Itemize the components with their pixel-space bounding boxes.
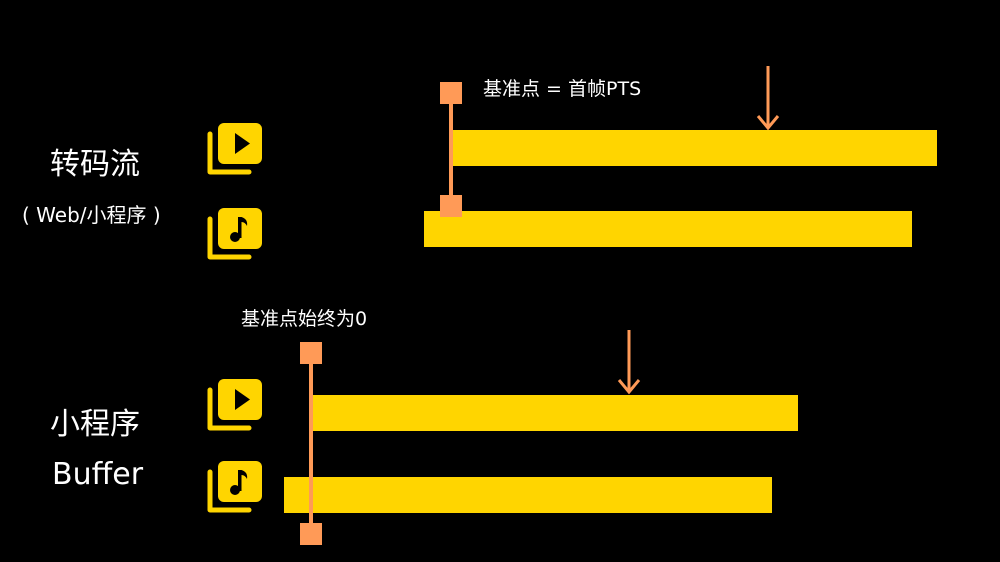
bottom-reference-line [309, 352, 313, 536]
top-reference-square-lower [440, 195, 462, 217]
music-note-icon [205, 458, 263, 516]
top-section-subtitle: ( Web/小程序 ) [22, 203, 161, 227]
bottom-section-title-line1: 小程序 [50, 407, 140, 442]
top-audio-bar [424, 211, 912, 247]
video-play-icon [205, 120, 263, 178]
top-reference-square-upper [440, 82, 462, 104]
bottom-reference-annotation: 基准点始终为0 [241, 308, 368, 330]
bottom-video-bar [312, 395, 798, 431]
top-video-bar [451, 130, 937, 166]
top-section-title: 转码流 [50, 147, 140, 182]
bottom-audio-bar [284, 477, 772, 513]
bottom-arrow-down-icon [617, 330, 641, 396]
top-reference-line [449, 92, 453, 212]
video-play-icon [205, 376, 263, 434]
top-reference-annotation: 基准点 = 首帧PTS [483, 78, 642, 100]
bottom-section-title-line2: Buffer [52, 457, 144, 492]
bottom-reference-square-lower [300, 523, 322, 545]
top-arrow-down-icon [756, 66, 780, 132]
music-note-icon [205, 205, 263, 263]
bottom-reference-square-upper [300, 342, 322, 364]
